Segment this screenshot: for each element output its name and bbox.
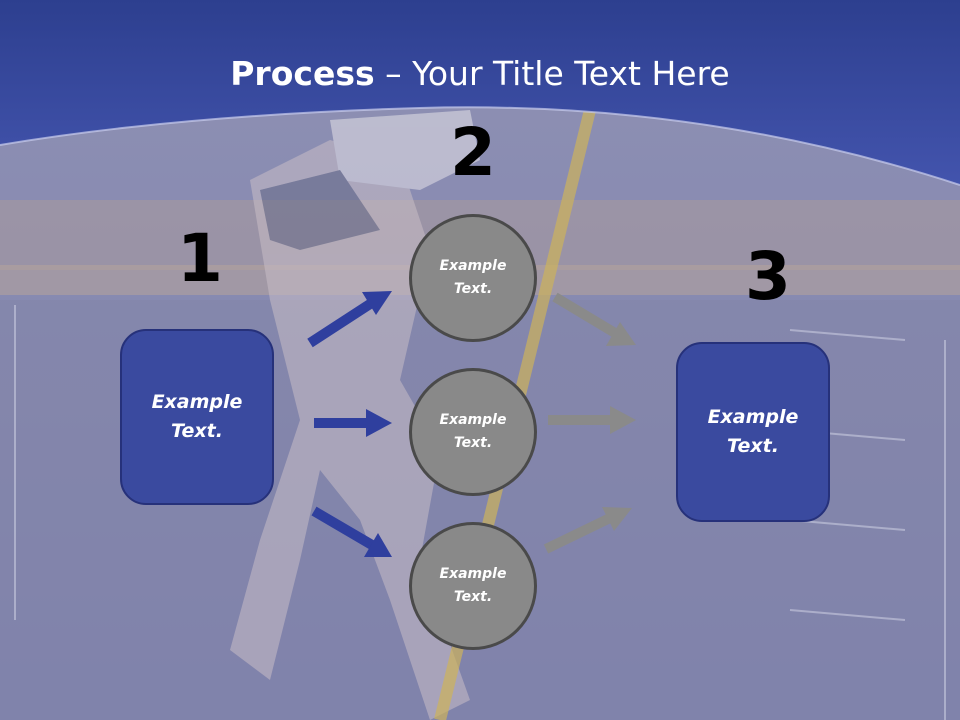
left-box-text: Example Text. [151,391,243,442]
title-bold: Process [230,54,375,93]
left-text-box[interactable]: Example Text. [120,329,274,505]
step-number-1: 1 [177,220,223,297]
circle-top-text: Example Text. [439,258,507,297]
circle-bottom-text: Example Text. [439,566,507,605]
circle-middle-text: Example Text. [439,412,507,451]
right-box-text: Example Text. [707,406,799,457]
step-number-2: 2 [450,114,496,191]
title-rest: – Your Title Text Here [374,54,730,93]
right-text-box[interactable]: Example Text. [676,342,830,522]
circle-bottom[interactable]: Example Text. [409,522,537,650]
circle-middle[interactable]: Example Text. [409,368,537,496]
step-number-3: 3 [745,238,791,315]
page-title: Process – Your Title Text Here [0,52,960,96]
circle-top[interactable]: Example Text. [409,214,537,342]
